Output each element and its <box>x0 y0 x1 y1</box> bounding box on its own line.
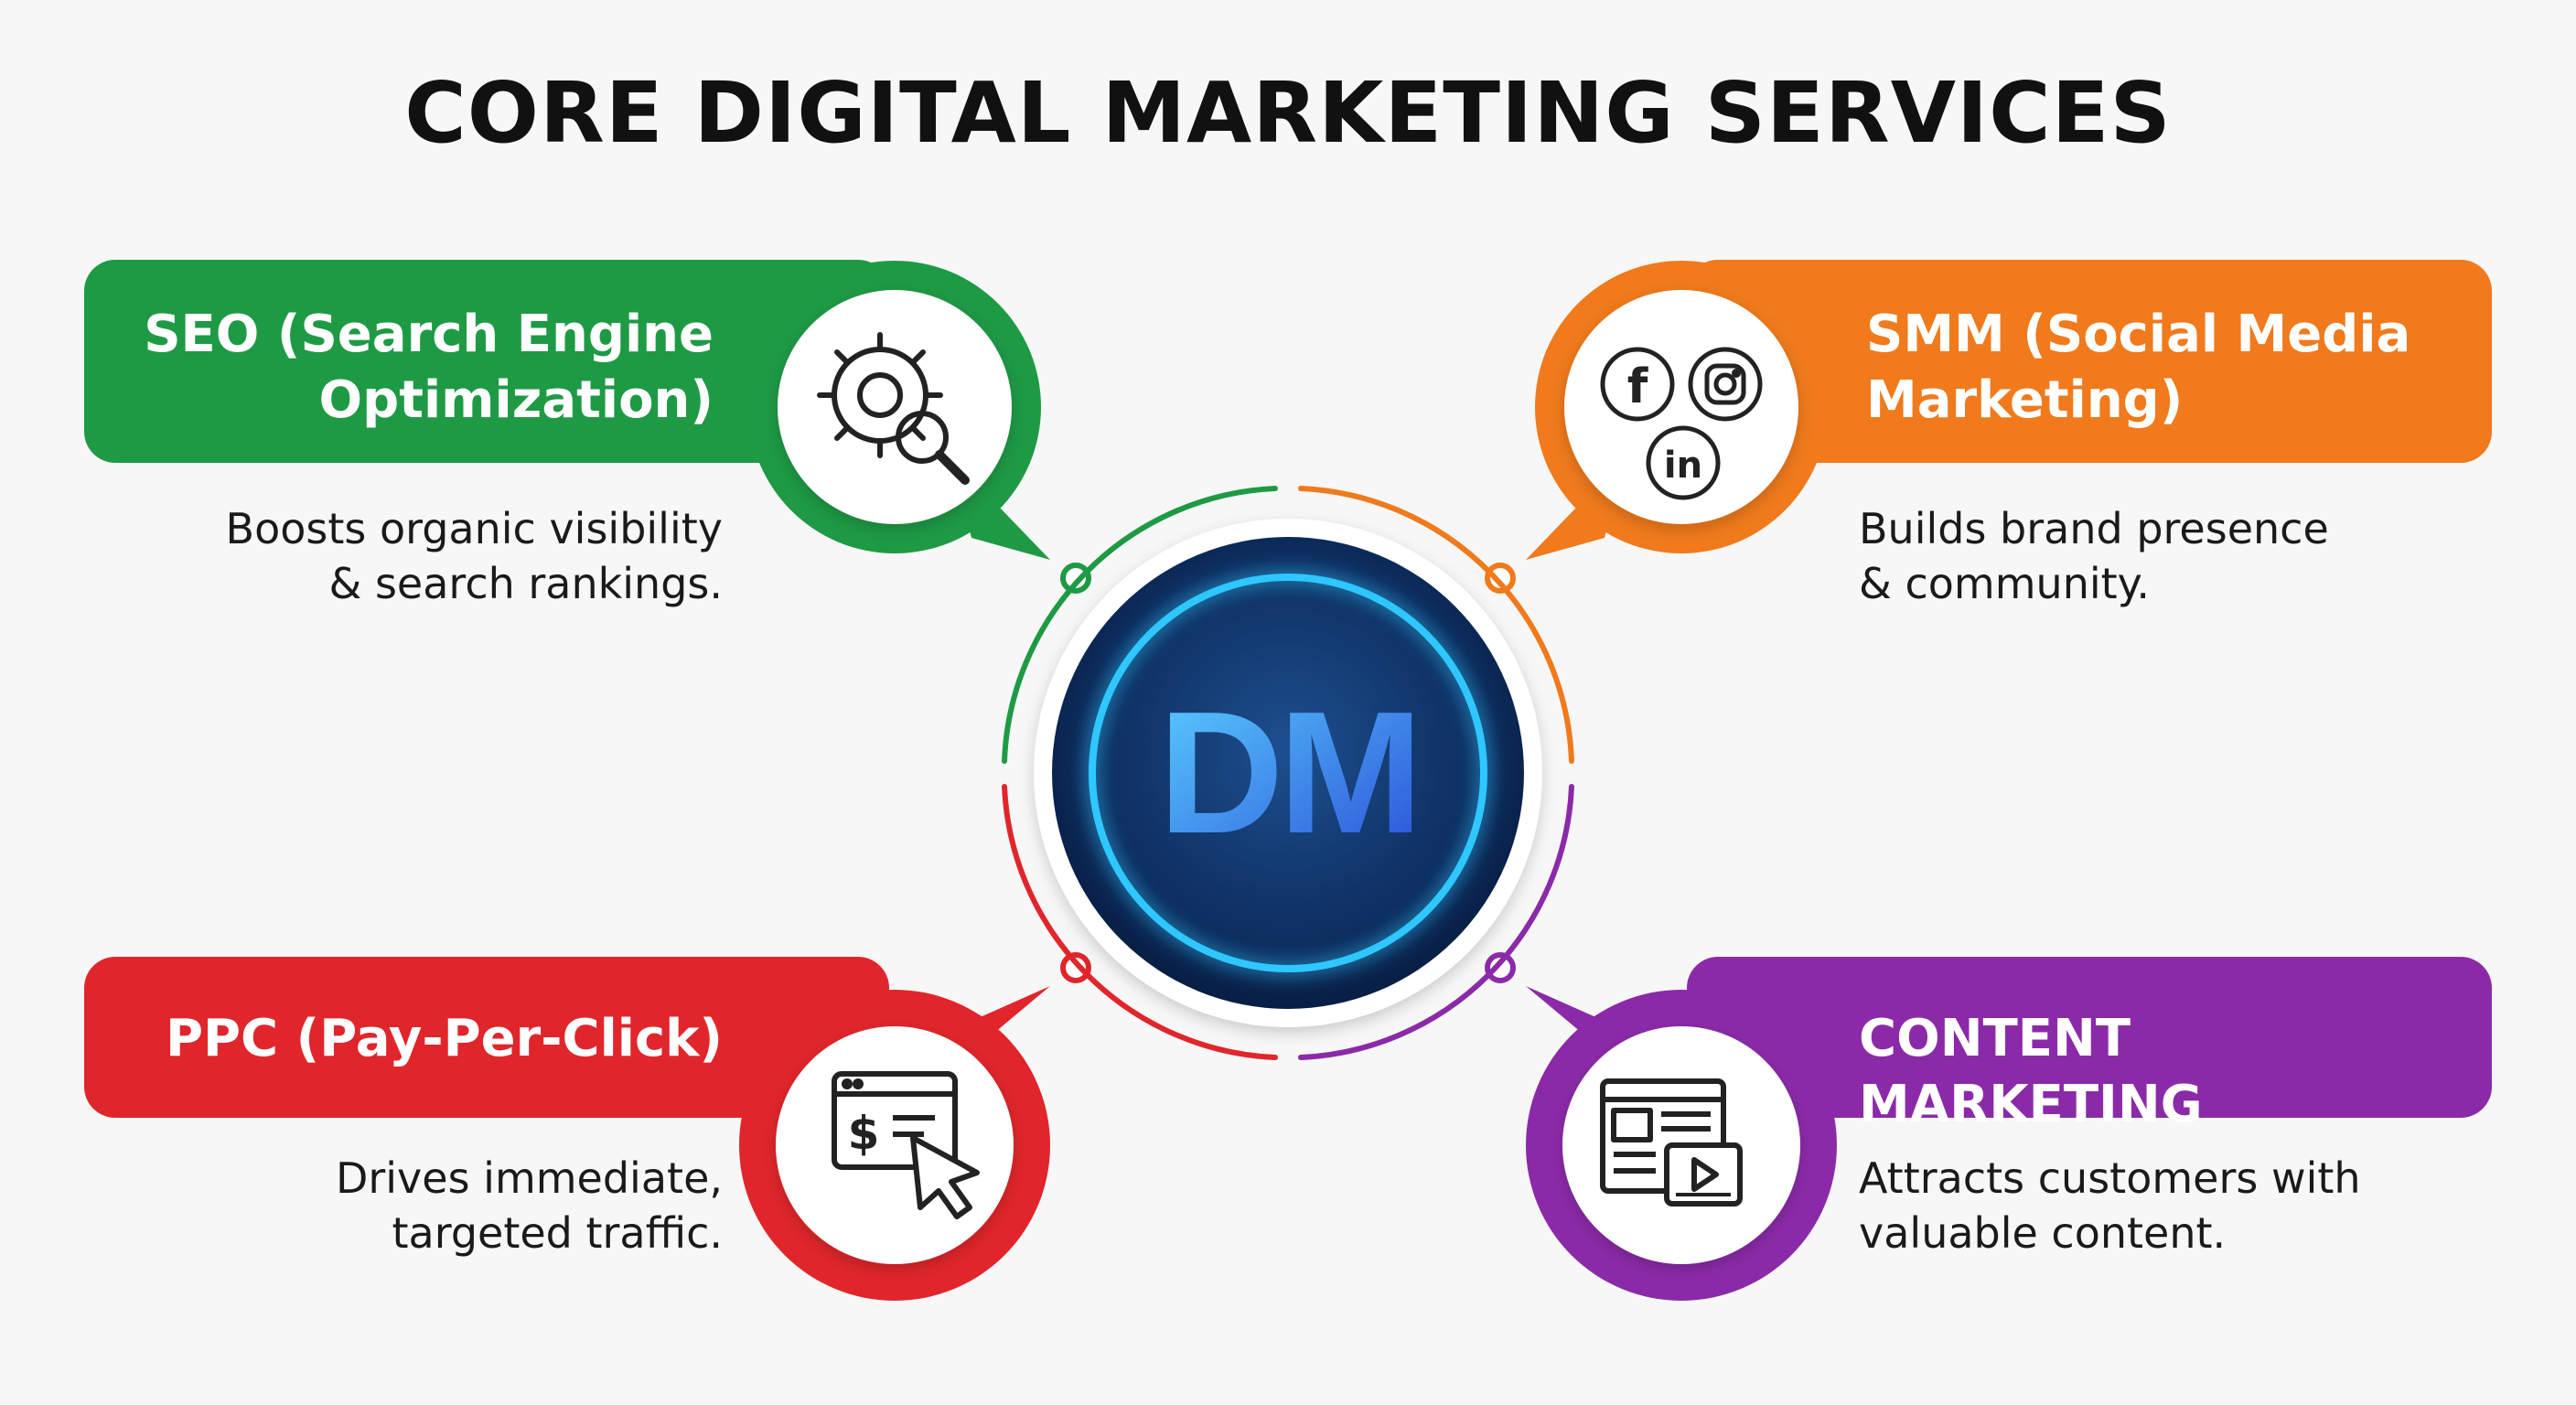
ppc-title-line1: PPC (Pay-Per-Click) <box>165 1009 723 1068</box>
ppc-desc-line2: targeted traffic. <box>392 1208 723 1258</box>
svg-text:f: f <box>1627 359 1649 414</box>
hub-outer-ring <box>1002 486 1574 1060</box>
content-banner <box>1687 957 2492 1118</box>
seo-title: SEO (Search Engine Optimization) <box>110 302 714 434</box>
smm-ring-node <box>1485 563 1516 594</box>
seo-banner <box>84 260 889 463</box>
hub: DM <box>1034 519 1542 1027</box>
content-desc-line2: valuable content. <box>1859 1208 2227 1258</box>
ppc-description: Drives immediate, targeted traffic. <box>91 1151 723 1260</box>
ring-arc-purple <box>1298 784 1574 1060</box>
smm-title-line1: SMM (Social Media <box>1866 305 2411 364</box>
seo-description: Boosts organic visibility & search ranki… <box>91 501 723 611</box>
ppc-block: $ <box>84 952 1091 1301</box>
linkedin-icon: in <box>1646 425 1721 500</box>
ppc-icon-disc <box>776 1026 1014 1264</box>
content-title: CONTENT MARKETING <box>1859 1006 2481 1138</box>
content-block <box>1485 952 2492 1301</box>
seo-ring-node <box>1060 563 1091 594</box>
social-media-icons: f in <box>1600 347 1763 500</box>
content-desc-line1: Attracts customers with <box>1859 1153 2361 1203</box>
hub-disc <box>1052 537 1524 1009</box>
smm-title: SMM (Social Media Marketing) <box>1866 302 2488 434</box>
page-title: CORE DIGITAL MARKETING SERVICES <box>404 64 2172 162</box>
ring-arc-orange <box>1298 486 1574 764</box>
ring-arc-red <box>1002 784 1278 1060</box>
seo-desc-line1: Boosts organic visibility <box>225 504 723 553</box>
ring-arc-green <box>1002 486 1278 764</box>
seo-title-line1: SEO (Search Engine <box>144 305 714 364</box>
dm-logo: DM <box>1158 676 1417 870</box>
ppc-desc-line1: Drives immediate, <box>335 1153 723 1203</box>
browser-dollar-cursor-icon: $ <box>832 1071 980 1219</box>
svg-text:$: $ <box>848 1107 880 1160</box>
content-description: Attracts customers with valuable content… <box>1859 1151 2499 1260</box>
smm-desc-line2: & community. <box>1859 559 2150 608</box>
smm-title-line2: Marketing) <box>1866 370 2184 430</box>
seo-title-line2: Optimization) <box>318 370 714 430</box>
ppc-title: PPC (Pay-Per-Click) <box>110 1006 723 1072</box>
svg-text:in: in <box>1664 445 1702 487</box>
ppc-ring-node <box>1060 952 1091 983</box>
seo-block <box>84 260 1091 594</box>
smm-block: f in <box>1485 260 2492 594</box>
instagram-icon <box>1688 347 1763 422</box>
hub-glow-ring <box>1089 574 1487 972</box>
facebook-icon: f <box>1600 347 1675 422</box>
ppc-banner <box>84 957 889 1118</box>
smm-icon-disc <box>1564 290 1798 524</box>
article-video-icon <box>1600 1078 1743 1207</box>
gear-magnifier-icon <box>817 332 970 485</box>
smm-desc-line1: Builds brand presence <box>1859 504 2329 553</box>
smm-banner <box>1687 260 2492 463</box>
content-title-line1: CONTENT MARKETING <box>1859 1009 2203 1134</box>
smm-description: Builds brand presence & community. <box>1859 501 2499 611</box>
seo-desc-line2: & search rankings. <box>328 559 723 608</box>
content-ring-node <box>1485 952 1516 983</box>
